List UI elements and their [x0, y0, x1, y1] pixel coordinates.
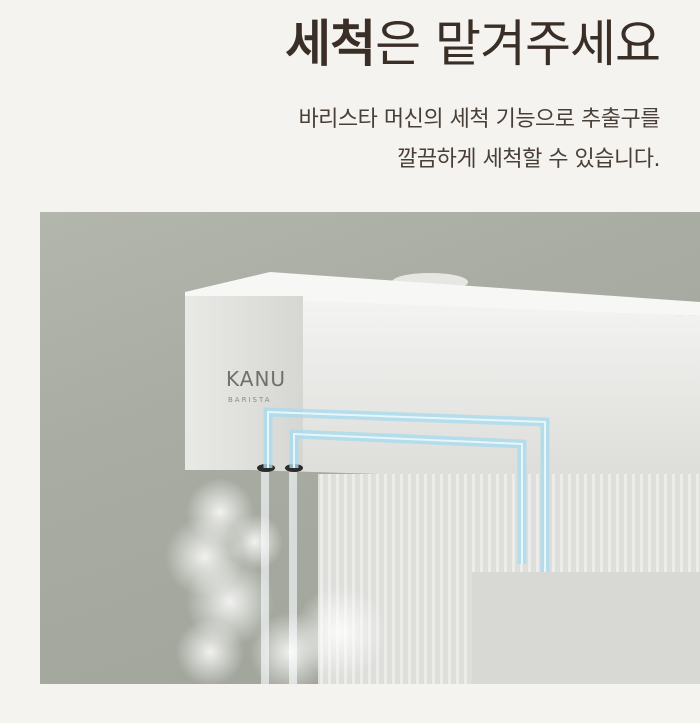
steam-cloud	[165, 478, 386, 684]
headline-rest: 은 맡겨주세요	[375, 15, 661, 73]
brand-model: BARISTA	[228, 396, 271, 404]
water-stream-right	[289, 472, 297, 684]
sub-copy-line-1: 바리스타 머신의 세척 기능으로 추출구를	[298, 107, 660, 132]
cup-platform	[472, 572, 700, 684]
page-headline: 세척은 맡겨주세요	[285, 14, 661, 74]
machine-front-face	[185, 296, 303, 470]
sub-copy-line-2: 깔끔하게 세척할 수 있습니다.	[397, 147, 660, 172]
brand-logo: KANU	[226, 367, 286, 391]
sub-copy: 바리스타 머신의 세척 기능으로 추출구를 깔끔하게 세척할 수 있습니다.	[298, 100, 660, 180]
cleaning-pipe-outer-highlight	[267, 410, 546, 572]
cleaning-pipe-inner-highlight	[293, 432, 523, 564]
product-photo: KANU BARISTA	[40, 212, 700, 684]
coffee-machine-illustration: KANU BARISTA	[165, 272, 700, 684]
machine-top-surface	[185, 272, 700, 316]
headline-bold: 세척	[285, 15, 376, 73]
